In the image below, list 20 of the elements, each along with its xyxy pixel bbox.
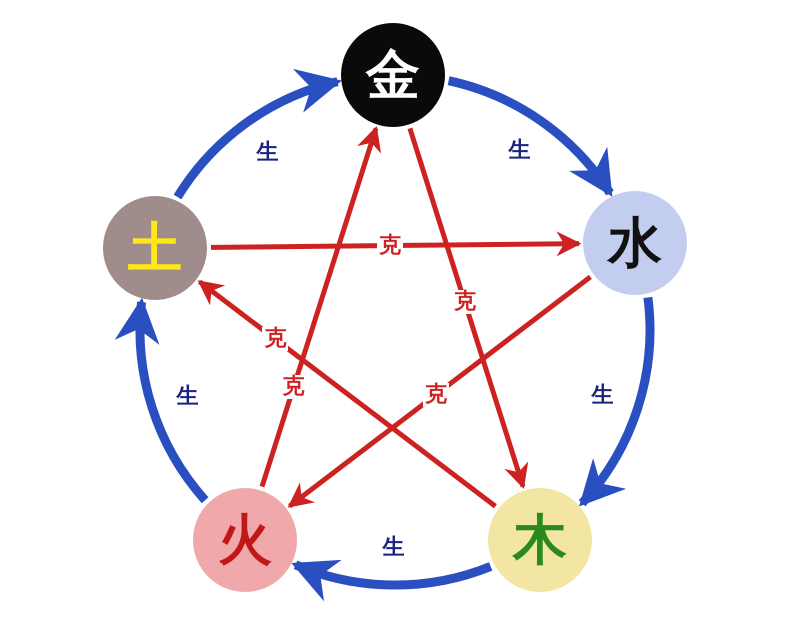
arrow: [291, 557, 492, 600]
element-circle: 木: [488, 488, 592, 592]
arrow: [174, 71, 342, 200]
arrow: [447, 76, 614, 197]
arrow: [210, 231, 582, 256]
arrow: [288, 274, 592, 508]
arrow: [408, 128, 528, 489]
arrow: [260, 126, 382, 488]
arrow: [117, 298, 209, 503]
edge-label: 克: [452, 290, 478, 314]
element-circle: 土: [103, 196, 207, 300]
edge-label: 克: [422, 382, 449, 407]
arrow: [198, 280, 497, 508]
edge-label: 克: [280, 375, 307, 400]
element-circle: 水: [583, 191, 687, 295]
arrow: [578, 297, 654, 507]
element-circle: 火: [193, 488, 297, 592]
element-circle: 金: [341, 23, 445, 127]
edge-label: 克: [262, 327, 288, 352]
edge-label: 克: [377, 234, 404, 258]
